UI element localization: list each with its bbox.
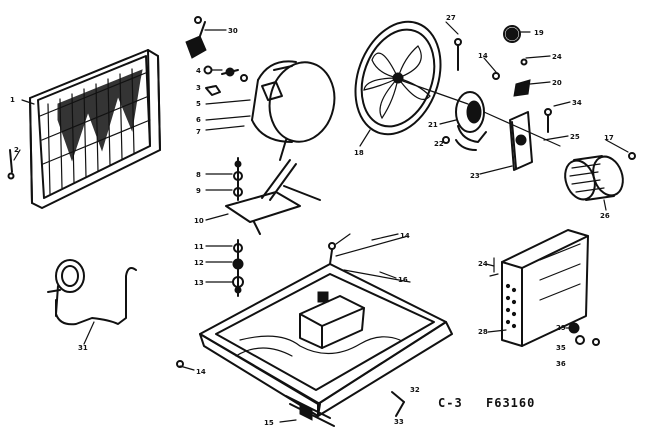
callout-36: 36 — [556, 360, 566, 368]
callout-15: 15 — [264, 419, 274, 427]
base-pan — [199, 235, 453, 417]
callout-34: 34 — [572, 99, 582, 107]
callout-21: 21 — [428, 121, 438, 129]
control-knobs — [568, 322, 600, 346]
terminal-bracket — [185, 16, 207, 59]
small-fittings — [203, 65, 248, 96]
callout-7: 7 — [196, 128, 201, 136]
callout-23: 23 — [470, 172, 480, 180]
callout-3: 3 — [196, 84, 201, 92]
callout-29: 29 — [556, 324, 566, 332]
condenser-fan-blade — [354, 20, 442, 136]
callout-leaders — [13, 21, 629, 423]
callout-11: 11 — [194, 243, 204, 251]
callout-16: 16 — [398, 276, 408, 284]
section-label: C-3 — [438, 396, 463, 410]
callout-9: 9 — [196, 187, 201, 195]
compressor-mount-block — [299, 291, 365, 349]
callout-28: 28 — [478, 328, 488, 336]
callout-32: 32 — [410, 386, 420, 394]
compressor — [251, 60, 336, 161]
callout-numbers: 1 2 30 4 3 5 6 7 8 9 10 11 12 13 27 19 1… — [10, 14, 614, 427]
callout-18: 18 — [354, 149, 364, 157]
callout-8: 8 — [196, 171, 201, 179]
callout-26: 26 — [600, 212, 610, 220]
callout-4: 4 — [196, 67, 201, 75]
blower-wheel — [564, 152, 636, 201]
callout-13: 13 — [194, 279, 204, 287]
callout-1: 1 — [10, 96, 15, 104]
callout-22: 22 — [434, 140, 444, 148]
control-box-vents — [505, 283, 517, 329]
callout-27: 27 — [446, 14, 456, 22]
fan-motor — [455, 91, 561, 151]
callout-30: 30 — [228, 27, 238, 35]
callout-2: 2 — [14, 146, 19, 154]
bottom-rail — [176, 360, 405, 427]
mounting-hardware-stack — [225, 157, 321, 297]
callout-25: 25 — [570, 133, 580, 141]
refrigerant-tube — [47, 259, 137, 326]
drawing-number: F63160 — [486, 396, 535, 410]
coil-screw — [7, 149, 15, 180]
coil-fins — [39, 68, 151, 195]
callout-24-top: 24 — [552, 53, 562, 61]
control-box — [489, 229, 589, 347]
callout-6: 6 — [196, 116, 201, 124]
callout-33: 33 — [394, 418, 404, 426]
callout-14-mid: 14 — [400, 232, 410, 240]
top-right-fasteners — [442, 25, 552, 144]
callout-14-base: 14 — [196, 368, 206, 376]
callout-35: 35 — [556, 344, 566, 352]
callout-19: 19 — [534, 29, 544, 37]
callout-31: 31 — [78, 344, 88, 352]
callout-20: 20 — [552, 79, 562, 87]
condenser-coil — [29, 49, 161, 209]
callout-17: 17 — [604, 134, 614, 142]
callout-14-top: 14 — [478, 52, 488, 60]
callout-5: 5 — [196, 100, 201, 108]
callout-10: 10 — [194, 217, 204, 225]
blower-vanes — [569, 163, 605, 193]
motor-mount-plate — [509, 111, 533, 171]
callout-12: 12 — [194, 259, 204, 267]
motor-shaft — [399, 79, 469, 105]
callout-24-box: 24 — [478, 260, 488, 268]
